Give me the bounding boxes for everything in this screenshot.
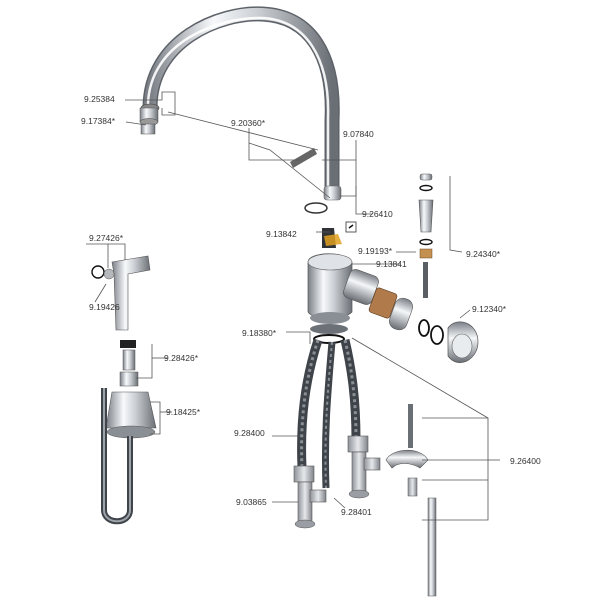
- label-9-27426: 9.27426*: [89, 233, 124, 243]
- label-9-13842: 9.13842: [266, 229, 297, 239]
- side-spray-hose: [101, 388, 133, 525]
- supply-hoses: [297, 338, 361, 489]
- label-9-24340: 9.24340*: [466, 249, 501, 259]
- gooseneck-spout: [142, 6, 342, 201]
- label-9-28400: 9.28400: [234, 428, 265, 438]
- side-spray-head: [91, 255, 151, 331]
- label-9-28401: 9.28401: [341, 507, 372, 517]
- label-9-18380: 9.18380*: [242, 328, 277, 338]
- label-9-26410: 9.26410: [362, 209, 393, 219]
- label-9-03865: 9.03865: [236, 497, 267, 507]
- label-9-07840: 9.07840: [343, 129, 374, 139]
- handle-valve-assembly: [343, 269, 479, 363]
- label-9-19426: 9.19426: [89, 302, 120, 312]
- part-labels: 9.25384 9.17384* 9.20360* 9.07840 9.2641…: [81, 94, 541, 517]
- check-valve-right: [347, 435, 381, 499]
- faucet-body: [304, 202, 353, 344]
- label-9-25384: 9.25384: [84, 94, 115, 104]
- small-fitting: [290, 148, 357, 233]
- label-9-18425: 9.18425*: [166, 407, 201, 417]
- label-9-19193: 9.19193*: [358, 246, 393, 256]
- aerator-assembly: [139, 103, 160, 135]
- side-spray-body: [105, 340, 157, 439]
- label-9-26400: 9.26400: [510, 456, 541, 466]
- label-9-17384: 9.17384*: [81, 116, 116, 126]
- check-valve-left: [293, 465, 327, 529]
- label-9-13841: 9.13841: [376, 259, 407, 269]
- leader-lines: [86, 91, 500, 521]
- lever-parts: [418, 173, 434, 298]
- label-9-20360: 9.20360*: [231, 118, 266, 128]
- label-9-28426: 9.28426*: [164, 353, 199, 363]
- mounting-hardware: [385, 404, 437, 597]
- label-9-12340: 9.12340*: [472, 304, 507, 314]
